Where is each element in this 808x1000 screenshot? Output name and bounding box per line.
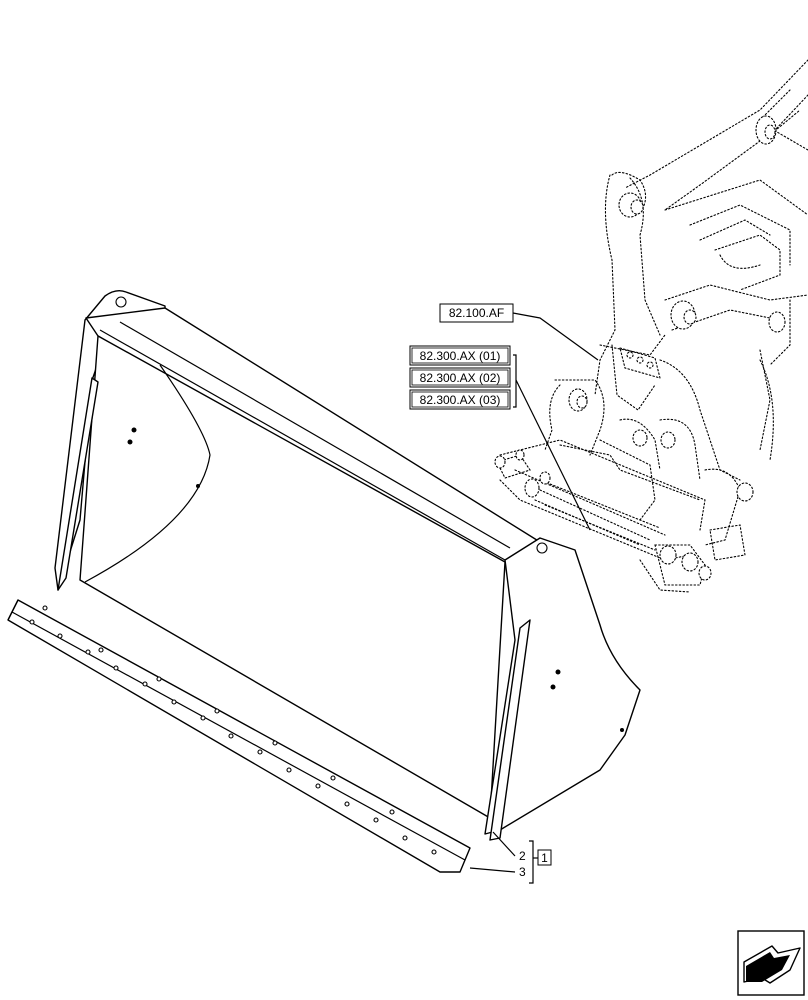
arrow-page-icon[interactable]: [737, 930, 805, 996]
bucket-assembly: [7, 289, 641, 873]
ref-82-300-ax-01[interactable]: 82.300.AX (01): [409, 345, 511, 366]
assembly-number-1-label: 1: [541, 851, 548, 865]
item-number-3[interactable]: 3: [519, 865, 526, 879]
ref-82-100-af[interactable]: 82.100.AF: [439, 303, 514, 323]
bucket-right-side-plate: [484, 537, 641, 835]
ref-82-300-ax-02[interactable]: 82.300.AX (02): [409, 367, 511, 388]
reference-callouts: 82.100.AF 82.300.AX (01) 82.300.AX (02) …: [409, 303, 599, 884]
ref-82-300-ax-03[interactable]: 82.300.AX (03): [409, 389, 511, 410]
ref-82-100-af-label: 82.100.AF: [449, 306, 504, 320]
assembly-number-1[interactable]: 1: [537, 849, 552, 866]
ref-82-300-ax-01-label: 82.300.AX (01): [420, 349, 501, 363]
ref-82-300-ax-02-label: 82.300.AX (02): [420, 371, 501, 385]
ref-82-300-ax-03-label: 82.300.AX (03): [420, 393, 501, 407]
loader-arm-assembly: [494, 59, 808, 593]
item-number-2[interactable]: 2: [519, 849, 526, 863]
blade-bolt-holes: [29, 605, 437, 855]
